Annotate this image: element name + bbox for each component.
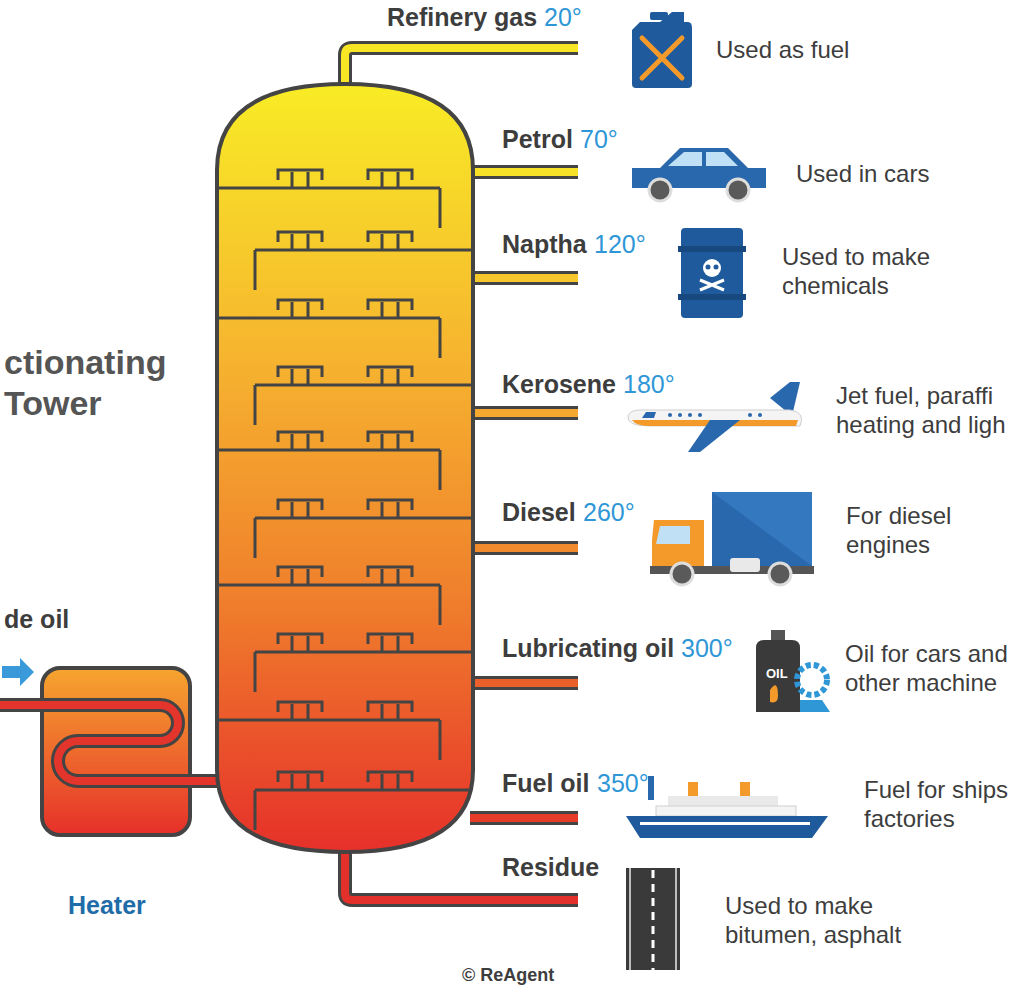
use-description: Used as fuel: [716, 36, 916, 65]
use-description: Oil for cars and other machine: [845, 640, 1015, 698]
chemical-barrel-icon: [678, 228, 746, 318]
truck-icon: [650, 492, 814, 585]
use-description: Fuel for ships factories: [864, 776, 1018, 834]
feed-label: de oil: [4, 604, 124, 634]
fraction-name: Naptha: [502, 229, 587, 259]
boiling-temperature: 120°: [594, 229, 646, 259]
fraction-name: Kerosene: [502, 369, 616, 399]
ship-icon: [626, 776, 828, 838]
fuel-can-icon: [632, 12, 692, 88]
copyright-note: © ReAgent: [462, 965, 554, 987]
use-description: Used to make chemicals: [782, 243, 972, 301]
fraction-name: Residue: [502, 852, 599, 882]
road-icon: [626, 868, 680, 970]
boiling-temperature: 20°: [544, 2, 582, 32]
fraction-name: Diesel: [502, 497, 576, 527]
bubble-trays: [219, 170, 471, 830]
use-description: Used to make bitumen, asphalt: [725, 892, 935, 950]
tower-shell: [217, 84, 473, 852]
gas-pipe: [345, 48, 578, 84]
oil-can-icon: [756, 630, 830, 712]
boiling-temperature: 300°: [681, 633, 733, 663]
use-description: Used in cars: [796, 160, 996, 189]
heater-node: Heater: [42, 668, 190, 835]
boiling-temperature: 350°: [597, 768, 649, 798]
boiling-temperature: 70°: [580, 124, 618, 154]
can-label: OIL: [766, 666, 788, 682]
use-description: Jet fuel, paraffi heating and ligh: [836, 382, 1014, 440]
fraction-name: Lubricating oil: [502, 633, 674, 663]
boiling-temperature: 260°: [583, 497, 635, 527]
fraction-name: Refinery gas: [387, 2, 537, 32]
feed-arrow: [2, 658, 34, 686]
car-icon: [632, 148, 766, 201]
boiling-temperature: 180°: [623, 369, 675, 399]
heater-coil: [0, 705, 219, 781]
use-description: For diesel engines: [846, 502, 1006, 560]
diagram-title: ctionating Tower: [4, 342, 174, 424]
heater-coil: [0, 705, 219, 781]
fraction-name: Fuel oil: [502, 768, 590, 798]
fraction-name: Petrol: [502, 124, 573, 154]
node-heading: Heater: [68, 890, 146, 920]
